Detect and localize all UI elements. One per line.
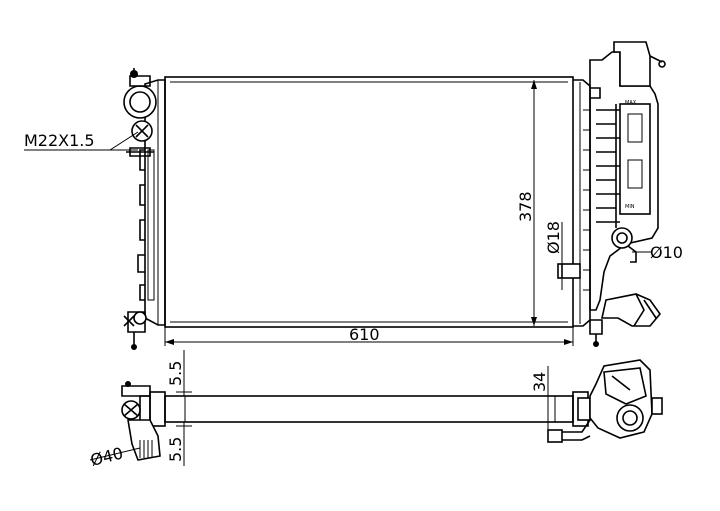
pipe18-dimension: Ø18 [544,221,563,290]
thread-callout: M22X1.5 [24,131,139,151]
width-label: 610 [349,325,380,344]
flange-bottom-dimension: 5.5 [166,422,192,466]
height-label: 378 [516,191,535,222]
flange-top-label: 5.5 [166,361,185,386]
flange-top-dimension: 5.5 [166,350,192,396]
bottom-view: 34 5.5 5.5 Ø40 [88,350,663,470]
thickness-dimension: 34 [530,366,556,430]
thread-label: M22X1.5 [24,131,95,150]
core-side-view [164,395,574,423]
pipe10-dimension: Ø10 [632,243,683,262]
left-tank [123,68,166,350]
flange-bottom-label: 5.5 [166,437,185,462]
thickness-label: 34 [530,372,549,392]
right-tank: MAX MIN [557,41,666,347]
min-mark: MIN [625,204,635,210]
width-dimension: 610 [164,325,574,346]
front-view: MAX MIN 610 [24,41,683,350]
radiator-core [164,76,574,328]
pipe40-label: Ø40 [88,443,125,469]
pipe10-label: Ø10 [650,243,683,262]
max-mark: MAX [625,100,637,106]
pipe18-label: Ø18 [544,221,563,254]
height-dimension: 378 [516,80,537,326]
